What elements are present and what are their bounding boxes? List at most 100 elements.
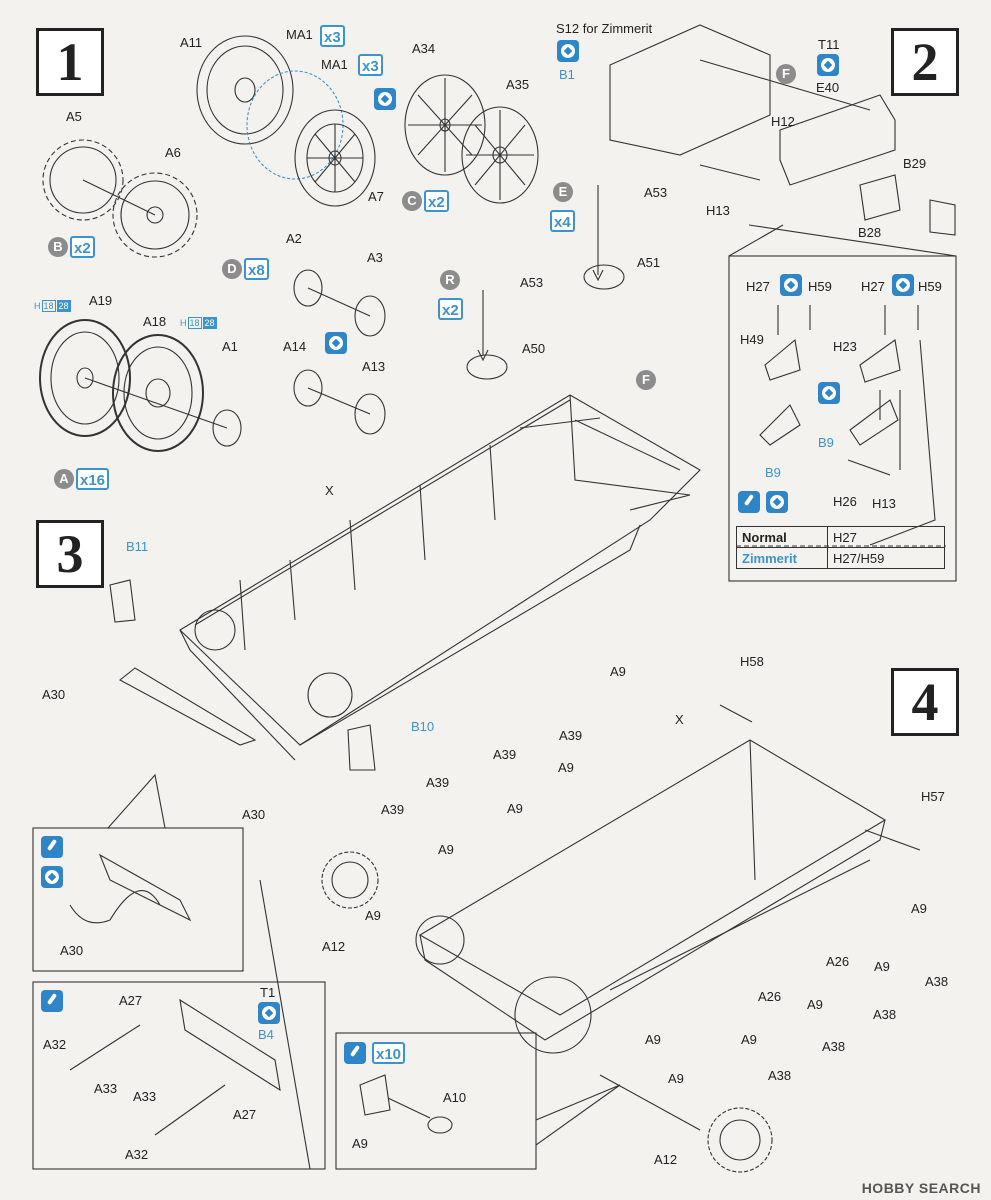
paint-ref-h: H [34, 301, 41, 311]
step-number-3: 3 [36, 520, 104, 588]
label-a39-2: A39 [493, 747, 517, 762]
label-a53: A53 [644, 185, 668, 200]
label-a3: A3 [367, 250, 383, 265]
label-a9-6: A9 [911, 901, 927, 916]
multiplier-badge: x8 [244, 258, 269, 280]
label-h23: H23 [833, 339, 857, 354]
paint-ref-a19: H 18 28 [34, 300, 71, 312]
label-a9-11: A9 [352, 1136, 368, 1151]
multiplier-badge: x2 [70, 236, 95, 258]
legend-label: Normal [736, 526, 828, 548]
step-number-2: 2 [891, 28, 959, 96]
reverse-side-icon [766, 491, 788, 513]
label-h49: H49 [740, 332, 764, 347]
badge-f-step3: F [636, 370, 656, 390]
label-h27: H27 [746, 279, 770, 294]
legend-row: Normal H27 [736, 526, 945, 548]
paint-ref-n2: 28 [56, 300, 71, 312]
badge-d-x8: D x8 [222, 258, 269, 280]
badge-b-x2: B x2 [48, 236, 95, 258]
label-a9-2: A9 [558, 760, 574, 775]
badge-ma1-x3-a: x3 [320, 25, 345, 47]
label-a39-3: A39 [426, 775, 450, 790]
reverse-side-icon [892, 274, 914, 296]
label-ma1-2: MA1 [321, 57, 348, 72]
label-a7: A7 [368, 189, 384, 204]
multiplier-badge: x2 [438, 298, 463, 320]
label-h13: H13 [706, 203, 730, 218]
label-b9: B9 [818, 435, 834, 450]
label-ma1: MA1 [286, 27, 313, 42]
label-a12-2: A12 [654, 1152, 678, 1167]
multiplier-badge: x4 [550, 210, 575, 232]
label-b28: B28 [858, 225, 882, 240]
label-h58: H58 [740, 654, 764, 669]
road-wheels-a19-a18 [39, 319, 242, 452]
label-h12: H12 [771, 114, 795, 129]
label-a26-2: A26 [758, 989, 782, 1004]
label-a30-2: A30 [242, 807, 266, 822]
label-a11: A11 [180, 35, 203, 50]
badge-r: R [440, 270, 460, 290]
label-a6: A6 [165, 145, 181, 160]
label-b9-2: B9 [765, 465, 781, 480]
label-a9-12: A9 [645, 1032, 661, 1047]
paint-brush-icon [41, 990, 63, 1012]
reverse-side-icon [557, 40, 579, 62]
step-number-1: 1 [36, 28, 104, 96]
label-h59: H59 [808, 279, 832, 294]
label-a35: A35 [506, 77, 530, 92]
sprue-letter: E [553, 182, 573, 202]
badge-x10: x10 [372, 1042, 406, 1064]
label-b4: B4 [258, 1027, 274, 1042]
legend-value: H27 [827, 526, 945, 548]
label-a39-4: A39 [381, 802, 405, 817]
badge-e-x4: x4 [550, 210, 575, 232]
label-a30: A30 [42, 687, 66, 702]
option-legend: Normal H27 Zimmerit H27/H59 [736, 526, 945, 569]
label-e40: E40 [816, 80, 840, 95]
idler-wheel-a11 [196, 35, 376, 207]
paint-ref-n1: 18 [41, 300, 56, 312]
paint-ref-n1: 18 [187, 317, 202, 329]
label-a9-10: A9 [668, 1071, 684, 1086]
badge-ma1-x3-b: x3 [358, 54, 383, 76]
multiplier-badge: x3 [358, 54, 383, 76]
label-b10: B10 [411, 719, 435, 734]
label-a53-2: A53 [520, 275, 544, 290]
label-a33-2: A33 [133, 1089, 157, 1104]
label-a27-2: A27 [233, 1107, 257, 1122]
label-a32-2: A32 [125, 1147, 149, 1162]
label-h27-2: H27 [861, 279, 885, 294]
tow-detail [69, 853, 281, 1136]
label-a9: A9 [610, 664, 626, 679]
a9-a10-detail [359, 1074, 453, 1134]
sprue-letter: B [48, 237, 68, 257]
label-a26: A26 [826, 954, 850, 969]
return-rollers [293, 269, 386, 435]
label-a13: A13 [362, 359, 386, 374]
hull-chassis-step4 [321, 704, 921, 1173]
label-a9-9: A9 [741, 1032, 757, 1047]
reverse-side-icon [374, 88, 396, 110]
label-a30-3: A30 [60, 943, 84, 958]
multiplier-badge: x2 [424, 190, 449, 212]
label-a9-8: A9 [807, 997, 823, 1012]
label-a18: A18 [143, 314, 167, 329]
wheels-a34-a35 [404, 74, 539, 204]
label-a12: A12 [322, 939, 346, 954]
reverse-side-icon [258, 1002, 280, 1024]
label-a38-3: A38 [822, 1039, 846, 1054]
label-a9-4: A9 [438, 842, 454, 857]
sprue-letter: R [440, 270, 460, 290]
legend-label: Zimmerit [736, 547, 828, 569]
legend-value: H27/H59 [827, 547, 945, 569]
reverse-side-icon [325, 332, 347, 354]
sprocket-a5-a6 [42, 139, 198, 258]
label-a1: A1 [222, 339, 238, 354]
label-b1: B1 [559, 67, 575, 82]
reverse-side-icon [817, 54, 839, 76]
label-b29: B29 [903, 156, 927, 171]
paint-ref-a18: H 18 28 [180, 317, 217, 329]
